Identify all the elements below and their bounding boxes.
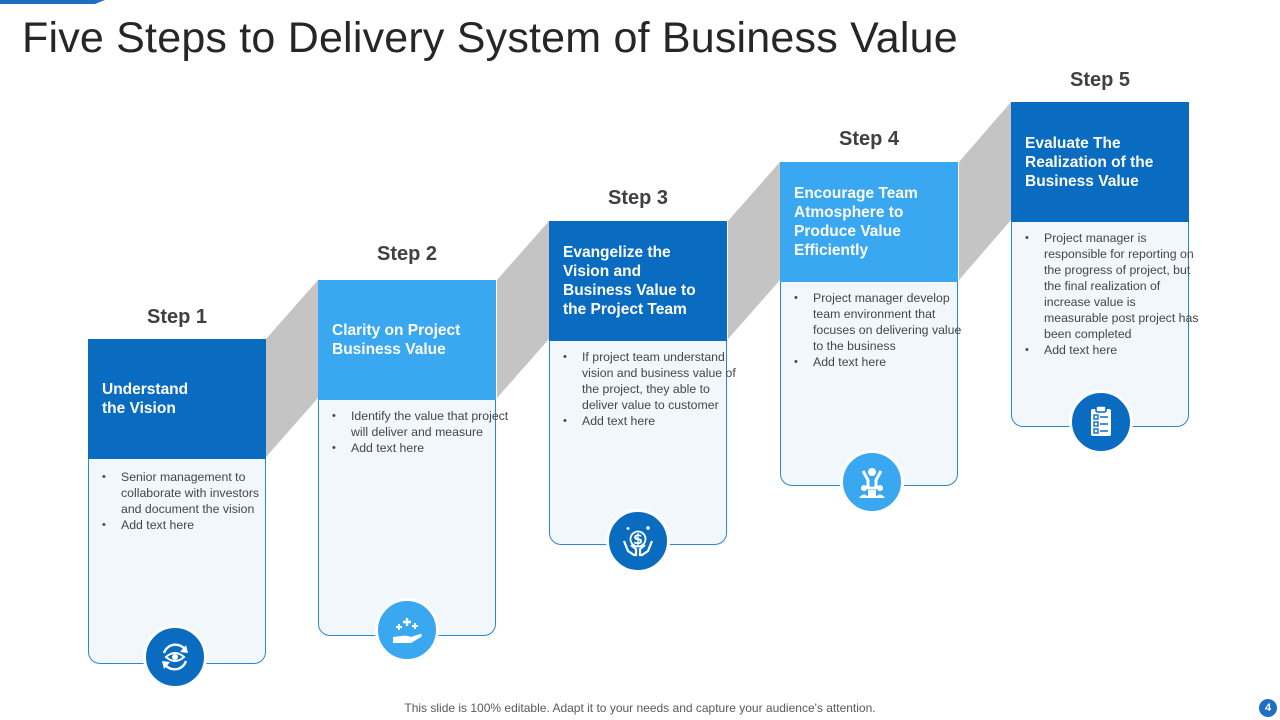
step-1-heading: Understand the Vision: [88, 339, 266, 459]
step-3-heading-line: Business Value to: [563, 282, 696, 299]
step-4-heading-line: Produce Value: [794, 223, 901, 240]
footer-note: This slide is 100% editable. Adapt it to…: [404, 701, 876, 715]
step-5-bullet: Project manager is responsible for repor…: [1025, 230, 1202, 342]
step-3-bullets: If project team understand vision and bu…: [562, 349, 740, 429]
step-3-heading-line: Vision and: [563, 263, 642, 280]
step-4-heading-line: Atmosphere to: [794, 204, 904, 221]
corner-accent: [0, 0, 105, 4]
step-2-label: Step 2: [376, 243, 438, 265]
step-2-bullet: Add text here: [332, 440, 509, 456]
step-4-bullet: Project manager develop team environment…: [794, 290, 971, 354]
team-cheer-icon: [840, 450, 904, 514]
step-3-label: Step 3: [607, 187, 669, 209]
step-5-heading-line: Business Value: [1025, 172, 1139, 190]
hands-dollar-icon: $: [606, 509, 670, 573]
step-1-bullet: Add text here: [102, 517, 279, 533]
step-2-bullets: Identify the value that project will del…: [331, 408, 509, 456]
step-1-heading-line: the Vision: [102, 400, 176, 417]
step-4-heading: Encourage Team Atmosphere to Produce Val…: [780, 162, 958, 282]
step-5-heading-line: Realization of the: [1025, 153, 1154, 171]
step-4-label: Step 4: [838, 128, 900, 150]
hand-sparkle-icon: [375, 598, 439, 662]
step-3-bullet: If project team understand vision and bu…: [563, 349, 740, 413]
step-1-card: Understand the Vision Senior management …: [88, 339, 266, 664]
step-1-bullet: Senior management to collaborate with in…: [102, 469, 279, 517]
connector-3-4: [728, 162, 780, 339]
step-3-heading: Evangelize the Vision and Business Value…: [549, 221, 727, 341]
step-3-heading-line: Evangelize the: [563, 244, 671, 261]
step-1-heading-line: Understand: [102, 381, 189, 398]
connector-4-5: [959, 102, 1011, 280]
slide-title: Five Steps to Delivery System of Busines…: [22, 14, 958, 62]
step-5-heading-line: Evaluate The: [1025, 134, 1121, 152]
step-4-bullets: Project manager develop team environment…: [793, 290, 971, 370]
step-5-card: Evaluate The Realization of the Business…: [1011, 102, 1198, 427]
svg-text:$: $: [633, 532, 643, 548]
step-2-heading: Clarity on Project Business Value: [318, 280, 496, 400]
step-5-heading: Evaluate The Realization of the Business…: [1011, 102, 1189, 222]
connector-1-2: [266, 280, 318, 457]
step-1-label: Step 1: [146, 306, 208, 328]
step-2-heading-line: Business Value: [332, 341, 446, 358]
step-2-card: Clarity on Project Business Value Identi…: [318, 280, 508, 636]
step-4-card: Encourage Team Atmosphere to Produce Val…: [780, 162, 961, 486]
step-5-bullets: Project manager is responsible for repor…: [1024, 230, 1202, 358]
step-5-label: Step 5: [1069, 69, 1131, 91]
eye-refresh-icon: [143, 625, 207, 689]
step-2-heading-line: Clarity on Project: [332, 322, 461, 339]
step-4-heading-line: Efficiently: [794, 242, 869, 259]
step-4-heading-line: Encourage Team: [794, 185, 918, 202]
page-number-badge: 4: [1259, 699, 1277, 717]
step-5-bullet: Add text here: [1025, 342, 1202, 358]
step-3-bullet: Add text here: [563, 413, 740, 429]
step-4-bullet: Add text here: [794, 354, 971, 370]
clipboard-checklist-icon: [1069, 390, 1133, 454]
step-3-card: Evangelize the Vision and Business Value…: [549, 221, 736, 545]
step-1-bullets: Senior management to collaborate with in…: [101, 469, 279, 533]
connector-2-3: [497, 221, 549, 398]
step-2-bullet: Identify the value that project will del…: [332, 408, 509, 440]
step-3-heading-line: the Project Team: [563, 301, 687, 318]
